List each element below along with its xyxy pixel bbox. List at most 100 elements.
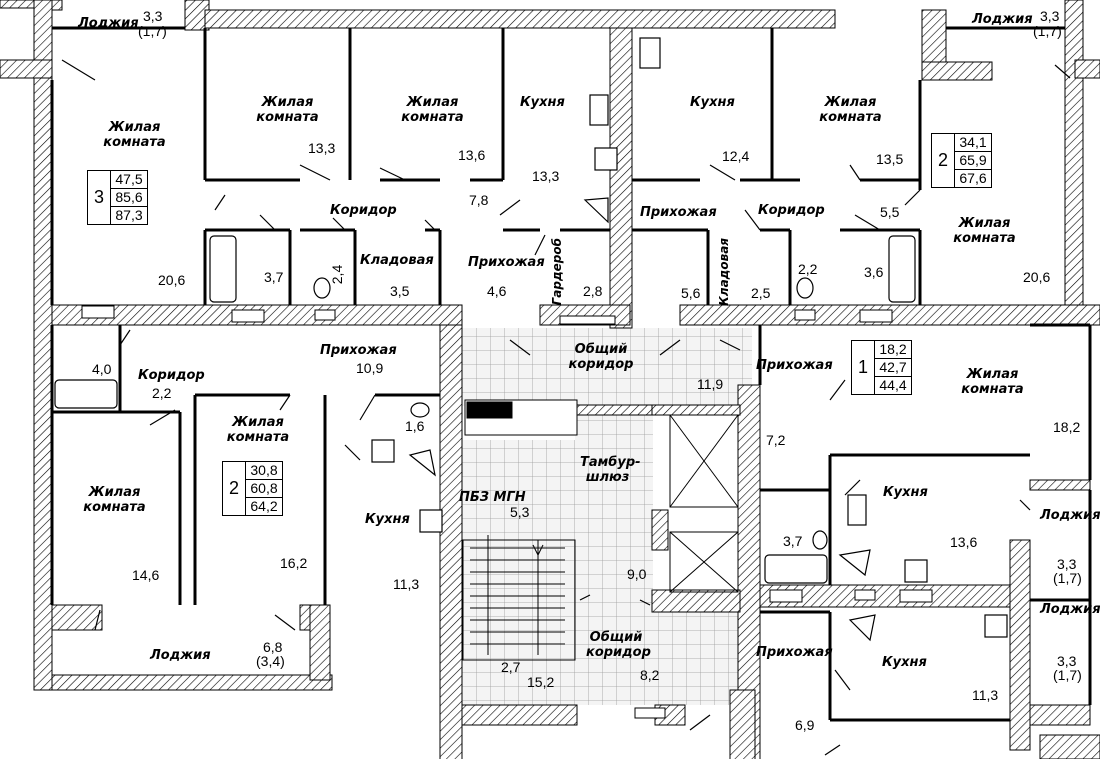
br-kitchen-area: 11,3 xyxy=(972,687,999,703)
tr-loggia-reduced: (1,7) xyxy=(1033,23,1062,39)
ml-living1-label: Жилая комната xyxy=(83,485,146,515)
br-hall-label: Прихожая xyxy=(756,645,833,660)
windows xyxy=(81,305,933,719)
common-corridor1-area: 11,9 xyxy=(697,376,724,392)
apartment-3-rooms: 3 xyxy=(88,171,111,224)
ml-corridor-area: 2,2 xyxy=(152,385,172,401)
door-swings xyxy=(61,59,1071,756)
tl-corridor-area: 7,8 xyxy=(469,192,489,208)
apartment-2b-living: 30,8 xyxy=(246,462,282,480)
tl-living-label: Жилая комната xyxy=(103,120,166,150)
apartment-3-summary: 3 47,5 85,6 87,3 xyxy=(87,170,148,225)
common-corridor2-area: 8,2 xyxy=(640,667,660,683)
ml-living1-area: 14,6 xyxy=(132,567,160,583)
apartment-2b-rooms: 2 xyxy=(223,462,246,515)
apartment-3-with-loggia: 87,3 xyxy=(115,207,143,223)
top-kitchen1-label: Кухня xyxy=(520,95,565,110)
apartment-1-summary: 1 18,2 42,7 44,4 xyxy=(851,340,912,395)
mr-living-label: Жилая комната xyxy=(961,367,1024,397)
apartment-1-rooms: 1 xyxy=(852,341,875,394)
tl-wardrobe-label: Гардероб xyxy=(550,238,564,306)
mgn-area: 5,3 xyxy=(510,504,530,520)
tr-pantry-label: Кладовая xyxy=(717,238,731,307)
r-loggia2-area: 3,3 xyxy=(1057,653,1077,669)
tl-pantry-area: 3,5 xyxy=(390,283,410,299)
mr-bath-area: 3,7 xyxy=(783,533,803,549)
ml-hall-label: Прихожая xyxy=(320,343,397,358)
bl-loggia-area: 6,8 xyxy=(263,639,283,655)
bl-loggia-reduced: (3,4) xyxy=(256,653,285,669)
ml-living2-label: Жилая комната xyxy=(226,415,290,445)
partitions xyxy=(50,26,1092,722)
common-area-floor xyxy=(462,328,752,705)
br-hall-area: 6,9 xyxy=(795,717,815,733)
tr-living-area: 20,6 xyxy=(1023,269,1051,285)
mr-kitchen-area: 13,6 xyxy=(950,534,978,550)
tl-loggia-reduced: (1,7) xyxy=(138,23,167,39)
apartment-1-living: 18,2 xyxy=(875,341,911,359)
tl-wardrobe-area: 2,8 xyxy=(583,283,603,299)
top-living3-label: Жилая комната xyxy=(819,95,882,125)
tr-loggia-area: 3,3 xyxy=(1040,8,1060,24)
tl-hall-label: Прихожая xyxy=(468,255,545,270)
common-corridor2-label: Общий коридор xyxy=(586,630,651,660)
apartment-2a-summary: 2 34,1 65,9 67,6 xyxy=(931,133,992,188)
tr-corridor-area: 5,5 xyxy=(880,204,900,220)
vestibule-area: 9,0 xyxy=(627,566,647,582)
ml-kitchen-label: Кухня xyxy=(365,512,410,527)
r-loggia1-reduced: (1,7) xyxy=(1053,570,1082,586)
apartment-3-total: 85,6 xyxy=(111,189,147,207)
r-loggia1-area: 3,3 xyxy=(1057,556,1077,572)
ml-living2-area: 16,2 xyxy=(280,555,308,571)
r-loggia2-label: Лоджия xyxy=(1040,602,1100,617)
tr-hall-area: 5,6 xyxy=(681,285,701,301)
common-corridor1-label: Общий коридор xyxy=(568,342,634,372)
top-living1-label: Жилая комната xyxy=(256,95,319,125)
tl-pantry-label: Кладовая xyxy=(360,253,434,268)
apartment-2b-with-loggia: 64,2 xyxy=(250,498,278,514)
top-living2-label: Жилая комната xyxy=(401,95,464,125)
vestibule-label: Тамбур-шлюз xyxy=(580,455,641,485)
mgn-label: ПБЗ МГН xyxy=(459,490,526,505)
stair-area2: 15,2 xyxy=(527,674,555,690)
tl-loggia-area: 3,3 xyxy=(143,8,163,24)
tr-corridor-label: Коридор xyxy=(758,203,825,218)
apartment-3-living: 47,5 xyxy=(111,171,147,189)
ml-wc-area: 1,6 xyxy=(405,418,425,434)
mr-living-area: 18,2 xyxy=(1053,419,1081,435)
mr-hall-area: 7,2 xyxy=(766,432,786,448)
apartment-2a-living: 34,1 xyxy=(955,134,991,152)
apartment-2b-summary: 2 30,8 60,8 64,2 xyxy=(222,461,283,516)
stair-area1: 2,7 xyxy=(501,659,521,675)
tl-hall-area: 4,6 xyxy=(487,283,507,299)
r-loggia2-reduced: (1,7) xyxy=(1053,667,1082,683)
fixtures xyxy=(54,37,1008,642)
ml-hall-area: 10,9 xyxy=(356,360,384,376)
apartment-2b-total: 60,8 xyxy=(246,480,282,498)
tl-bath-area: 3,7 xyxy=(264,269,284,285)
apartment-1-with-loggia: 44,4 xyxy=(879,377,907,393)
r-loggia1-label: Лоджия xyxy=(1040,508,1100,523)
tr-living-label: Жилая комната xyxy=(953,216,1016,246)
tr-bath-area: 3,6 xyxy=(864,264,884,280)
tr-pantry-area: 2,5 xyxy=(751,285,771,301)
bl-loggia-label: Лоджия xyxy=(150,648,211,663)
top-kitchen1-area: 13,3 xyxy=(532,168,560,184)
stairwell xyxy=(462,399,739,661)
apartment-1-total: 42,7 xyxy=(875,359,911,377)
br-kitchen-label: Кухня xyxy=(882,655,927,670)
mr-hall-label: Прихожая xyxy=(756,358,833,373)
tl-wc-area: 2,4 xyxy=(329,264,346,285)
ml-corridor-label: Коридор xyxy=(138,368,205,383)
top-kitchen2-area: 12,4 xyxy=(722,148,750,164)
top-living1-area: 13,3 xyxy=(308,140,336,156)
apartment-2a-with-loggia: 67,6 xyxy=(959,170,987,186)
apartment-2a-total: 65,9 xyxy=(955,152,991,170)
top-living3-area: 13,5 xyxy=(876,151,904,167)
tr-hall-label: Прихожая xyxy=(640,205,717,220)
tl-corridor-label: Коридор xyxy=(330,203,397,218)
mr-kitchen-label: Кухня xyxy=(883,485,928,500)
top-living2-area: 13,6 xyxy=(458,147,486,163)
